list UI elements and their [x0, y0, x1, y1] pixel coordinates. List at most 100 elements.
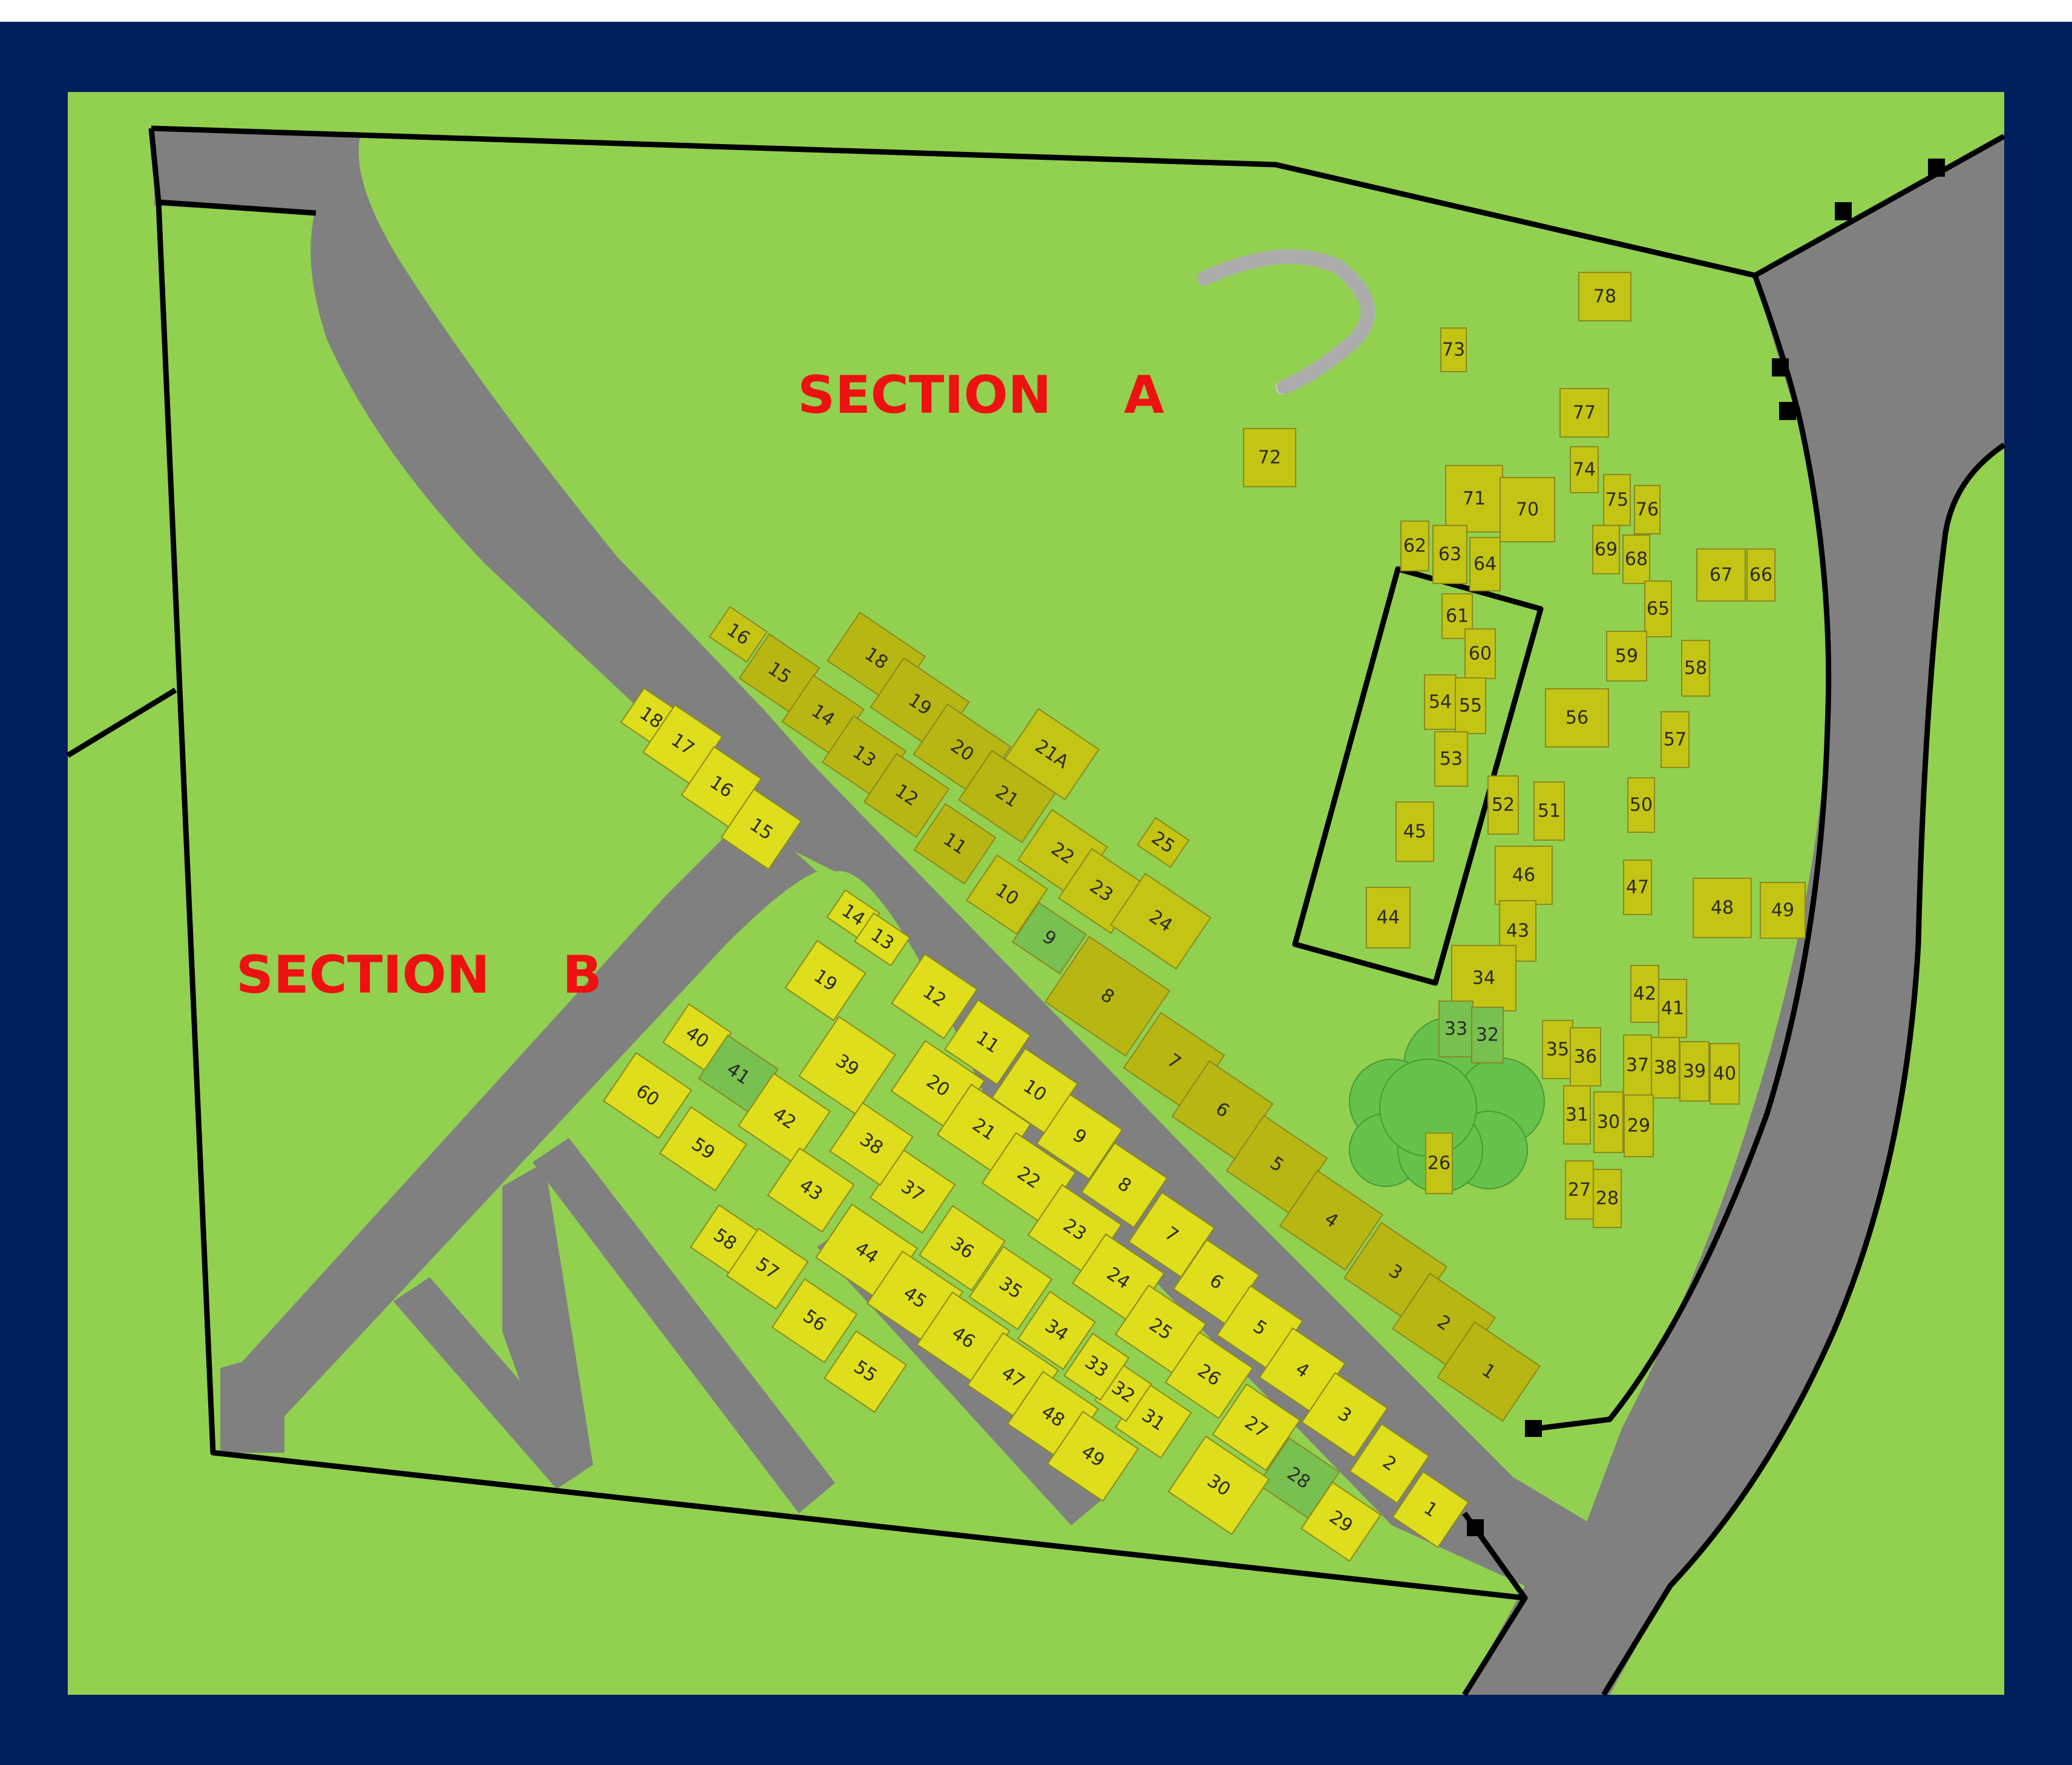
grave-plot[interactable]: 5 [1225, 1114, 1328, 1215]
grave-plot-box[interactable] [1500, 477, 1555, 542]
grave-plot-box[interactable] [1046, 1410, 1139, 1502]
grave-plot-box[interactable] [1746, 548, 1775, 602]
grave-plot-box[interactable] [968, 1246, 1053, 1330]
grave-plot-box[interactable] [854, 912, 911, 967]
grave-plot-box[interactable] [1622, 534, 1650, 584]
grave-plot-box[interactable] [1349, 1423, 1430, 1504]
grave-plot[interactable]: 10 [991, 1047, 1078, 1134]
grave-plot[interactable]: 32 [1471, 1007, 1504, 1063]
grave-plot-box[interactable] [1301, 1372, 1388, 1459]
grave-plot-box[interactable] [1392, 1471, 1469, 1548]
grave-plot[interactable]: 76 [1634, 485, 1661, 534]
grave-plot[interactable]: 69 [1592, 525, 1620, 574]
grave-plot-box[interactable] [1036, 1093, 1123, 1180]
grave-plot-box[interactable] [726, 1228, 809, 1310]
grave-plot[interactable]: 72 [1243, 428, 1296, 487]
grave-plot-box[interactable] [1606, 631, 1647, 682]
grave-plot[interactable]: 36 [1570, 1027, 1601, 1086]
grave-plot-box[interactable] [863, 752, 950, 838]
grave-plot-box[interactable] [1279, 1169, 1384, 1271]
grave-plot[interactable]: 46 [1495, 846, 1553, 905]
grave-plot[interactable]: 62 [1400, 521, 1429, 571]
grave-plot-box[interactable] [965, 854, 1049, 935]
grave-plot[interactable]: 27 [1211, 1383, 1301, 1471]
grave-plot[interactable]: 29 [1300, 1481, 1382, 1562]
grave-plot-box[interactable] [1167, 1435, 1270, 1536]
grave-plot-box[interactable] [1630, 965, 1659, 1023]
grave-plot-box[interactable] [891, 953, 978, 1040]
grave-plot[interactable]: 74 [1570, 446, 1599, 493]
grave-plot-box[interactable] [1651, 1037, 1680, 1099]
grave-plot-box[interactable] [1164, 1331, 1254, 1419]
grave-plot[interactable]: 42 [738, 1073, 831, 1165]
grave-plot[interactable]: 78 [1578, 272, 1631, 321]
grave-plot-box[interactable] [1593, 1091, 1624, 1153]
grave-plot[interactable]: 35 [968, 1246, 1053, 1330]
grave-plot-box[interactable] [771, 1278, 858, 1364]
grave-plot[interactable]: 6 [1173, 1238, 1260, 1326]
grave-plot[interactable]: 34 [1451, 945, 1516, 1011]
grave-plot[interactable]: 15 [720, 788, 802, 870]
grave-plot[interactable]: 34 [1017, 1290, 1096, 1370]
grave-plot-box[interactable] [738, 1073, 831, 1165]
grave-plot[interactable]: 60 [603, 1052, 692, 1139]
grave-plot[interactable]: 45 [1395, 801, 1434, 862]
grave-plot[interactable]: 8 [1044, 935, 1171, 1057]
grave-plot[interactable]: 68 [1622, 534, 1650, 584]
grave-plot-box[interactable] [1661, 711, 1690, 768]
grave-plot[interactable]: 11 [913, 803, 997, 885]
grave-plot-box[interactable] [1545, 688, 1609, 748]
grave-plot[interactable]: 56 [1545, 688, 1609, 748]
grave-plot-box[interactable] [1603, 474, 1631, 526]
grave-plot-box[interactable] [1487, 775, 1519, 835]
grave-plot[interactable]: 40 [1710, 1043, 1740, 1105]
grave-plot-box[interactable] [1681, 640, 1710, 697]
grave-plot[interactable]: 13 [854, 912, 911, 967]
grave-plot[interactable]: 77 [1559, 388, 1609, 438]
grave-plot[interactable]: 39 [798, 1016, 896, 1115]
grave-plot[interactable]: 58 [1681, 640, 1710, 697]
grave-plot-box[interactable] [944, 999, 1031, 1086]
grave-plot[interactable]: 9 [1011, 901, 1087, 975]
grave-plot-box[interactable] [1432, 525, 1467, 584]
grave-plot-box[interactable] [1696, 548, 1746, 602]
grave-plot[interactable]: 61 [1441, 593, 1473, 639]
grave-plot[interactable]: 49 [1760, 882, 1806, 939]
grave-plot[interactable]: 38 [1651, 1037, 1680, 1099]
grave-plot[interactable]: 59 [1606, 631, 1647, 682]
grave-plot[interactable]: 2 [1349, 1423, 1430, 1504]
grave-plot[interactable]: 50 [1627, 777, 1655, 833]
grave-plot-box[interactable] [1679, 1041, 1710, 1102]
grave-plot-box[interactable] [1710, 1043, 1740, 1105]
grave-plot[interactable]: 59 [659, 1106, 747, 1192]
grave-plot[interactable]: 31 [1563, 1085, 1591, 1145]
grave-plot-box[interactable] [1563, 1085, 1591, 1145]
grave-plot[interactable]: 71 [1445, 465, 1503, 533]
grave-plot[interactable]: 16 [680, 746, 762, 828]
grave-plot-box[interactable] [1400, 521, 1429, 571]
grave-plot[interactable]: 60 [1464, 628, 1496, 679]
grave-plot[interactable]: 57 [1661, 711, 1690, 768]
grave-plot[interactable]: 41 [698, 1034, 779, 1113]
grave-plot-box[interactable] [1533, 781, 1565, 841]
grave-plot-box[interactable] [1366, 887, 1411, 948]
grave-plot[interactable]: 38 [829, 1102, 914, 1186]
grave-plot-box[interactable] [1424, 674, 1457, 730]
grave-plot[interactable]: 10 [965, 854, 1049, 935]
grave-plot-box[interactable] [829, 1102, 914, 1186]
grave-plot-box[interactable] [1395, 801, 1434, 862]
grave-plot-box[interactable] [1445, 465, 1503, 533]
grave-plot[interactable]: 48 [1693, 878, 1752, 938]
grave-plot-box[interactable] [603, 1052, 692, 1139]
grave-plot[interactable]: 21A [1003, 708, 1100, 801]
grave-plot[interactable]: 39 [1679, 1041, 1710, 1102]
grave-plot-box[interactable] [1627, 777, 1655, 833]
grave-plot-box[interactable] [1044, 935, 1171, 1057]
grave-plot-box[interactable] [823, 1330, 908, 1413]
grave-plot-box[interactable] [1592, 525, 1620, 574]
grave-plot[interactable]: 24 [1110, 872, 1211, 970]
grave-plot[interactable]: 29 [1624, 1094, 1654, 1157]
grave-plot[interactable]: 19 [784, 939, 867, 1022]
grave-plot-box[interactable] [1644, 580, 1672, 637]
grave-plot-box[interactable] [913, 803, 997, 885]
